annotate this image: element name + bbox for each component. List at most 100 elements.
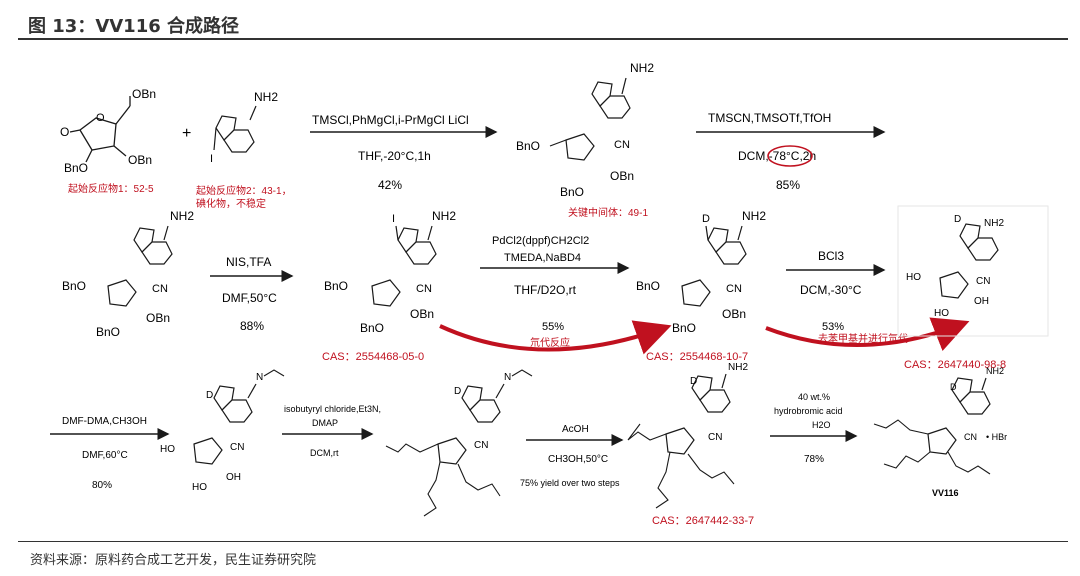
deuterium-label: D bbox=[454, 386, 461, 397]
yield-step-9: 78% bbox=[804, 454, 824, 465]
yield-step-5: 53% bbox=[822, 321, 844, 333]
note-starting-material-2: 起始反应物2：43-1， bbox=[196, 184, 292, 197]
cas-label-3: CAS：2647440-98-8 bbox=[904, 359, 1006, 371]
triol-box bbox=[897, 205, 1049, 337]
reagents-step-2: TMSCN,TMSOTf,TfOH bbox=[708, 111, 831, 125]
oh-label: OH bbox=[226, 472, 241, 483]
bno-label: BnO bbox=[96, 325, 120, 339]
nh2-label: NH2 bbox=[984, 218, 1004, 229]
yield-step-1: 42% bbox=[378, 178, 402, 192]
reagents-step-9a: 40 wt.% bbox=[798, 392, 830, 402]
reagents-step-1: TMSCl,PhMgCl,i-PrMgCl LiCl bbox=[312, 113, 469, 127]
nh2-label: NH2 bbox=[728, 362, 748, 373]
ring-o-label: O bbox=[96, 112, 105, 124]
iodo-heterocycle-structure: NH2 I bbox=[210, 90, 278, 165]
cn-label: CN bbox=[708, 432, 722, 443]
bno-label: BnO bbox=[64, 161, 88, 175]
cas-label-1: CAS：2554468-05-0 bbox=[322, 351, 424, 363]
deuteration-curved-arrow bbox=[439, 320, 672, 355]
yield-step-2: 85% bbox=[776, 178, 800, 192]
source-note: 资料来源：原料药合成工艺开发，民生证券研究院 bbox=[30, 553, 317, 568]
nh2-label: NH2 bbox=[630, 61, 654, 75]
note-key-intermediate: 关键中间体：49-1 bbox=[568, 206, 648, 219]
iodinated-nucleoside-structure: I NH2 CN BnO BnO OBn bbox=[324, 209, 456, 335]
bno-label: BnO bbox=[324, 279, 348, 293]
nh2-label: NH2 bbox=[254, 90, 278, 104]
deuterated-nucleoside-structure: D NH2 CN BnO BnO OBn bbox=[636, 209, 766, 335]
triol-nucleoside-structure: D NH2 CN HO HO OH bbox=[906, 214, 1004, 319]
note-debenzylation: 去苯甲基并进行氘代 bbox=[818, 332, 908, 345]
note-unstable-iodide: 碘化物，不稳定 bbox=[196, 197, 266, 210]
hbr-salt-label: • HBr bbox=[986, 432, 1007, 442]
title-rule bbox=[18, 38, 1068, 40]
reagents-step-7b: DMAP bbox=[312, 418, 338, 428]
temperature-highlight bbox=[767, 145, 813, 167]
reagents-step-5: BCl3 bbox=[818, 249, 844, 263]
conditions-step-7: DCM,rt bbox=[310, 448, 339, 458]
conditions-step-1: THF,-20°C,1h bbox=[358, 149, 431, 163]
conditions-step-6: DMF,60°C bbox=[82, 450, 128, 461]
reagents-step-6: DMF-DMA,CH3OH bbox=[62, 416, 147, 427]
iodine-label: I bbox=[210, 153, 213, 165]
amidine-n-label: N bbox=[256, 372, 263, 383]
obn-label: OBn bbox=[610, 169, 634, 183]
cn-label: CN bbox=[152, 283, 168, 295]
ho-label: HO bbox=[906, 272, 921, 283]
conditions-step-4: THF/D2O,rt bbox=[514, 283, 577, 297]
deuterium-label: D bbox=[702, 213, 710, 225]
reagents-step-9c: H2O bbox=[812, 420, 831, 430]
cn-label: CN bbox=[976, 276, 990, 287]
triester-amine-structure: NH2 D CN bbox=[627, 362, 748, 509]
nh2-label: NH2 bbox=[742, 209, 766, 223]
obn-label: OBn bbox=[128, 153, 152, 167]
cn-label: CN bbox=[474, 440, 488, 451]
nh2-label: NH2 bbox=[432, 209, 456, 223]
reagents-step-4b: TMEDA,NaBD4 bbox=[504, 252, 581, 264]
reagents-step-4a: PdCl2(dppf)CH2Cl2 bbox=[492, 235, 589, 247]
bno-label: BnO bbox=[560, 185, 584, 199]
triester-amidine-structure: N D CN bbox=[385, 369, 533, 517]
yield-step-3: 88% bbox=[240, 319, 264, 333]
note-starting-material-1: 起始反应物1：52-5 bbox=[68, 182, 154, 195]
carbonyl-o-label: O bbox=[60, 125, 69, 139]
bno-label: BnO bbox=[636, 279, 660, 293]
cas-label-4: CAS：2647442-33-7 bbox=[652, 515, 754, 527]
footer-rule bbox=[18, 541, 1068, 542]
deuterium-label: D bbox=[690, 376, 697, 387]
cn-label: CN bbox=[230, 442, 244, 453]
plus-sign: + bbox=[182, 125, 191, 142]
conditions-step-8: CH3OH,50°C bbox=[548, 454, 608, 465]
note-deuteration: 氘代反应 bbox=[530, 336, 570, 349]
bno-label: BnO bbox=[672, 321, 696, 335]
reagents-step-8: AcOH bbox=[562, 424, 589, 435]
yield-step-4: 55% bbox=[542, 321, 564, 333]
conditions-step-3: DMF,50°C bbox=[222, 291, 277, 305]
cas-label-2: CAS：2554468-10-7 bbox=[646, 351, 748, 363]
cn-label: CN bbox=[614, 139, 630, 151]
key-intermediate-structure: NH2 CN BnO BnO OBn bbox=[516, 61, 654, 199]
product-name-label: VV116 bbox=[932, 488, 959, 498]
bno-label: BnO bbox=[516, 139, 540, 153]
conditions-step-2: DCM,-78°C,2h bbox=[738, 149, 816, 163]
amidine-n-label: N bbox=[504, 372, 511, 383]
ho-label: HO bbox=[192, 482, 207, 493]
nh2-label: NH2 bbox=[170, 209, 194, 223]
ho-label: HO bbox=[934, 308, 949, 319]
ho-label: HO bbox=[160, 444, 175, 455]
yield-step-6: 80% bbox=[92, 480, 112, 491]
reagents-step-7a: isobutyryl chloride,Et3N, bbox=[284, 404, 381, 414]
deuterium-label: D bbox=[954, 214, 961, 225]
obn-label: OBn bbox=[146, 311, 170, 325]
figure-title: 图 13：VV116 合成路径 bbox=[28, 16, 240, 37]
deuterium-label: D bbox=[206, 390, 213, 401]
lactone-structure: O O OBn BnO OBn bbox=[60, 87, 156, 175]
bno-label: BnO bbox=[360, 321, 384, 335]
oh-label: OH bbox=[974, 296, 989, 307]
cn-label: CN bbox=[964, 432, 977, 442]
obn-label: OBn bbox=[410, 307, 434, 321]
vv116-structure: NH2 D CN • HBr VV116 bbox=[873, 366, 1007, 498]
cn-label: CN bbox=[726, 283, 742, 295]
reagents-step-9b: hydrobromic acid bbox=[774, 406, 843, 416]
nh2-label: NH2 bbox=[986, 366, 1004, 376]
